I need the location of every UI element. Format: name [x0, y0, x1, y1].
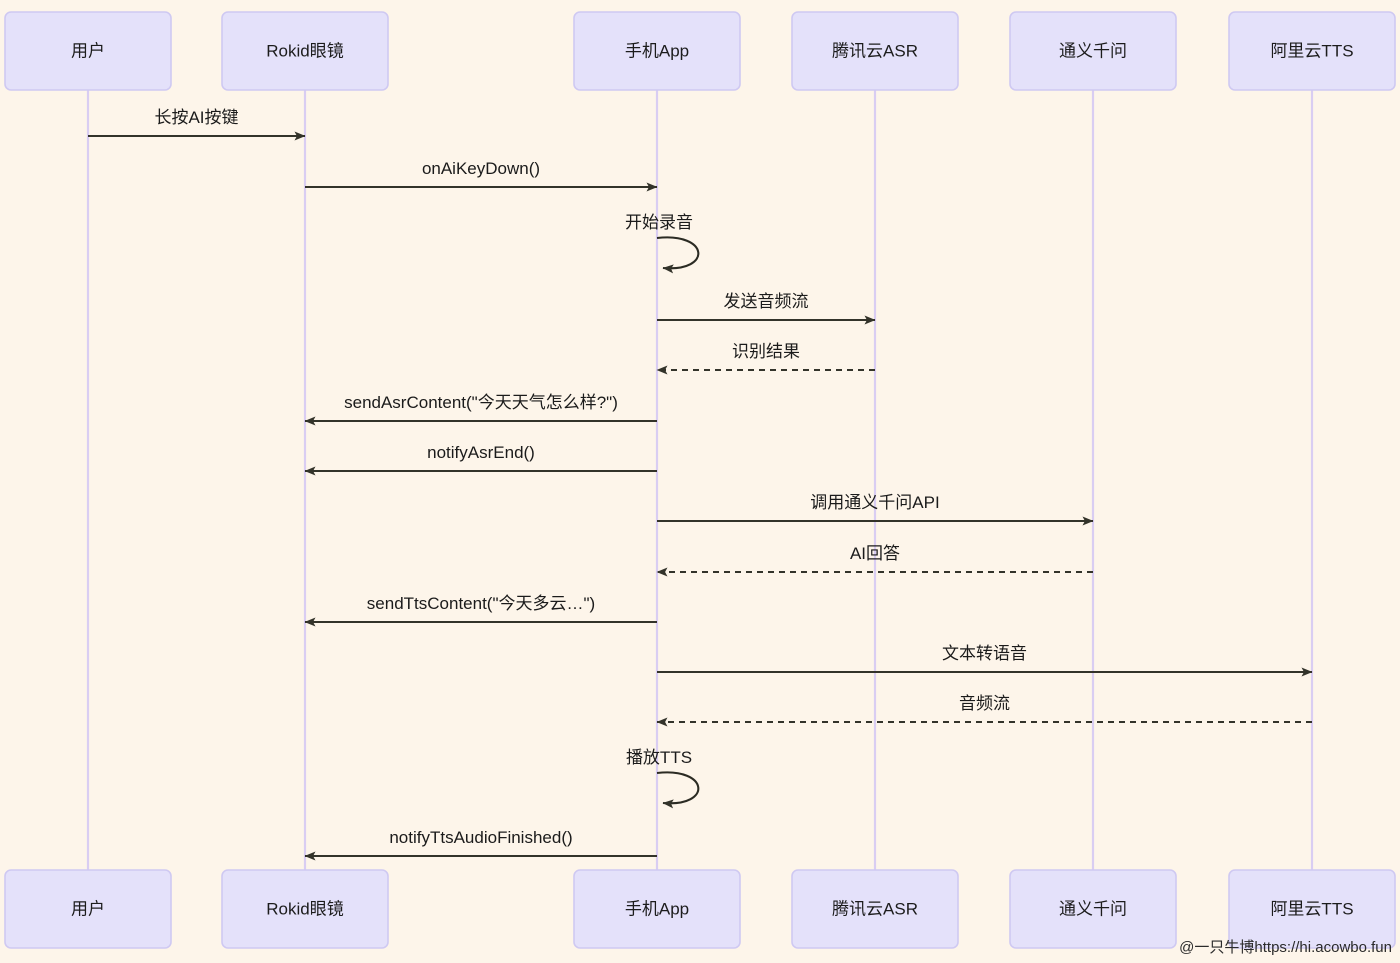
self-message-arc [656, 236, 700, 274]
participant-box-shape [573, 869, 741, 949]
participant-glasses-top[interactable]: Rokid眼镜 [221, 11, 389, 91]
participant-glasses-bottom[interactable]: Rokid眼镜 [221, 869, 389, 949]
message-label: 识别结果 [732, 342, 800, 361]
participant-llm-top[interactable]: 通义千问 [1009, 11, 1177, 91]
message-label: 开始录音 [625, 213, 693, 232]
message-14[interactable]: notifyTtsAudioFinished() [304, 828, 657, 861]
message-11[interactable]: 文本转语音 [657, 644, 1313, 677]
participant-app-bottom[interactable]: 手机App [573, 869, 741, 949]
message-label: 调用通义千问API [810, 493, 939, 512]
message-8[interactable]: 调用通义千问API [657, 493, 1094, 526]
participant-asr-bottom[interactable]: 腾讯云ASR [791, 869, 959, 949]
message-4[interactable]: 发送音频流 [657, 292, 876, 325]
message-label: sendAsrContent("今天天气怎么样?") [344, 393, 618, 412]
participant-label: Rokid眼镜 [266, 41, 343, 60]
message-6[interactable]: sendAsrContent("今天天气怎么样?") [304, 393, 657, 426]
message-label: 音频流 [959, 694, 1010, 713]
participant-label: 通义千问 [1059, 41, 1127, 60]
message-label: 文本转语音 [942, 644, 1027, 663]
participant-user-bottom[interactable]: 用户 [4, 869, 172, 949]
participant-user-top[interactable]: 用户 [4, 11, 172, 91]
participant-label: Rokid眼镜 [266, 899, 343, 918]
participant-label: 阿里云TTS [1270, 899, 1353, 918]
message-label: notifyTtsAudioFinished() [389, 828, 572, 847]
participant-box-shape [4, 869, 172, 949]
message-label: AI回答 [850, 544, 900, 563]
participant-label: 用户 [71, 41, 105, 60]
participant-box-shape [4, 11, 172, 91]
participant-label: 手机App [625, 899, 689, 918]
participant-box-shape [1228, 11, 1396, 91]
participant-label: 用户 [71, 899, 105, 918]
message-label: sendTtsContent("今天多云…") [367, 594, 595, 613]
message-3[interactable]: 开始录音 [625, 213, 700, 274]
participant-label: 腾讯云ASR [832, 41, 918, 60]
participant-box-shape [791, 11, 959, 91]
message-9[interactable]: AI回答 [656, 544, 1093, 577]
participant-label: 腾讯云ASR [832, 899, 918, 918]
message-10[interactable]: sendTtsContent("今天多云…") [304, 594, 657, 627]
watermark-label: @一只牛博https://hi.acowbo.fun [1179, 939, 1392, 956]
participant-llm-bottom[interactable]: 通义千问 [1009, 869, 1177, 949]
participant-app-top[interactable]: 手机App [573, 11, 741, 91]
participant-box-shape [791, 869, 959, 949]
participant-boxes-top: 用户 Rokid眼镜 手机App 腾讯云ASR 通义千问 阿里云TTS [4, 11, 1396, 91]
participant-tts-top[interactable]: 阿里云TTS [1228, 11, 1396, 91]
participant-tts-bottom[interactable]: 阿里云TTS [1228, 869, 1396, 949]
participant-box-shape [221, 869, 389, 949]
participant-label: 通义千问 [1059, 899, 1127, 918]
participant-boxes-bottom: 用户 Rokid眼镜 手机App 腾讯云ASR 通义千问 阿里云TTS [4, 869, 1396, 949]
participant-box-shape [1228, 869, 1396, 949]
message-12[interactable]: 音频流 [656, 694, 1312, 727]
lifelines-group [86, 90, 1314, 870]
message-label: 发送音频流 [724, 292, 809, 311]
participant-label: 手机App [625, 41, 689, 60]
message-13[interactable]: 播放TTS [626, 748, 700, 809]
message-7[interactable]: notifyAsrEnd() [304, 443, 657, 476]
participant-box-shape [1009, 11, 1177, 91]
participant-box-shape [1009, 869, 1177, 949]
message-label: 长按AI按键 [154, 108, 238, 127]
message-2[interactable]: onAiKeyDown() [305, 159, 658, 192]
self-message-arc [656, 771, 700, 809]
participant-label: 阿里云TTS [1270, 41, 1353, 60]
participant-box-shape [573, 11, 741, 91]
participant-box-shape [221, 11, 389, 91]
message-label: notifyAsrEnd() [427, 443, 535, 462]
message-1[interactable]: 长按AI按键 [88, 108, 306, 141]
message-label: onAiKeyDown() [422, 159, 540, 178]
message-5[interactable]: 识别结果 [656, 342, 875, 375]
participant-asr-top[interactable]: 腾讯云ASR [791, 11, 959, 91]
message-label: 播放TTS [626, 748, 692, 767]
